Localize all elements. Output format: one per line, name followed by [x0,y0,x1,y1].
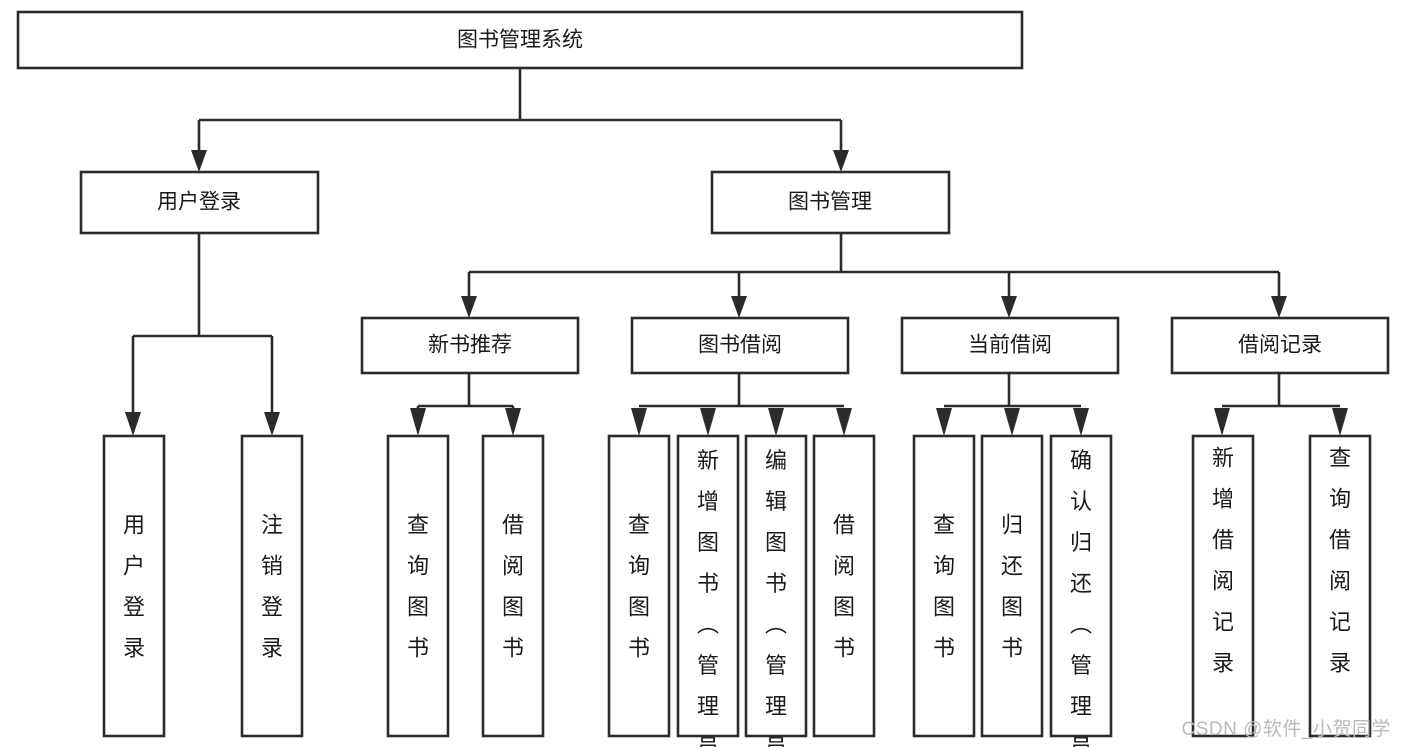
arrowhead-user-login [191,150,207,172]
leaf-node-box[interactable] [386,434,450,738]
arrowhead-borrow-record [1271,296,1287,318]
leaf-node-box[interactable] [676,434,740,738]
leaf-node[interactable]: 查询借阅记录 [1308,434,1372,738]
leaf-node-box[interactable] [912,434,976,738]
arrowhead-leaf-borrow-book-1 [505,408,521,436]
arrowhead-current-borrow [1001,296,1017,318]
leaf-node[interactable]: 编辑图书︵管理员︶ [744,434,808,747]
node-current-borrow-label: 当前借阅 [968,334,1052,357]
leaf-node[interactable]: 归还图书 [980,434,1044,738]
node-book-manage-label: 图书管理 [788,191,872,214]
leaf-node[interactable]: 注销登录 [240,434,304,738]
leaf-node-label: 编辑图书︵管理员︶ [765,448,787,747]
arrowhead-leaf-user-login [125,412,141,436]
node-borrow-record-label: 借阅记录 [1238,334,1322,357]
arrowhead-leaf-query-book-1 [410,408,426,436]
node-root-label: 图书管理系统 [457,29,583,52]
leaf-node[interactable]: 确认归还︵管理员︶ [1049,434,1113,747]
arrowhead-book-manage [833,150,849,172]
leaf-node-label: 注销登录 [261,513,283,661]
leaf-node-label: 查询图书 [628,513,650,661]
node-book-borrow[interactable]: 图书借阅 [630,316,850,375]
leaf-node[interactable]: 借阅图书 [481,434,545,738]
leaf-node-label: 用户登录 [123,513,145,661]
leaf-node-label: 查询图书 [407,513,429,661]
leaf-node-box[interactable] [1308,434,1372,738]
leaf-node[interactable]: 查询图书 [386,434,450,738]
leaf-node[interactable]: 查询图书 [912,434,976,738]
leaf-node-box[interactable] [812,434,876,738]
arrowhead-leaf-add-book [700,408,716,436]
leaf-node[interactable]: 新增借阅记录 [1191,434,1255,738]
leaf-node-box[interactable] [980,434,1044,738]
leaf-node-label: 确认归还︵管理员︶ [1070,448,1092,747]
node-new-book-recommend-box[interactable] [360,316,580,375]
leaf-layer: 用户登录 注销登录 查询图书 借阅图书 查询图书 新增图书︵管理员︶ 编辑图书︵管理员︶ 借阅… [102,434,1372,747]
node-book-borrow-label: 图书借阅 [698,334,782,357]
arrowhead-leaf-confirm-return [1073,408,1089,436]
node-new-book-recommend[interactable]: 新书推荐 [360,316,580,375]
node-current-borrow[interactable]: 当前借阅 [900,316,1120,375]
arrowhead-leaf-query-book-3 [936,408,952,436]
leaf-node-label: 新增图书︵管理员︶ [697,448,719,747]
leaf-node-label: 查询图书 [933,513,955,661]
leaf-node[interactable]: 新增图书︵管理员︶ [676,434,740,747]
leaf-node-box[interactable] [1191,434,1255,738]
node-book-manage-box[interactable] [710,170,951,235]
node-user-login-label: 用户登录 [157,191,241,214]
leaf-node[interactable]: 查询图书 [607,434,671,738]
leaf-node-label: 归还图书 [1001,513,1023,661]
node-root[interactable]: 图书管理系统 [16,10,1024,70]
arrowhead-leaf-query-record [1332,408,1348,436]
connector-layer [125,68,1348,436]
leaf-node-box[interactable] [744,434,808,738]
leaf-node-box[interactable] [1049,434,1113,738]
node-book-borrow-box[interactable] [630,316,850,375]
arrowhead-new-book-recommend [461,296,477,318]
node-user-login[interactable]: 用户登录 [79,170,320,235]
arrowhead-leaf-return-book [1004,408,1020,436]
node-borrow-record[interactable]: 借阅记录 [1170,316,1390,375]
arrowhead-leaf-user-logout [264,412,280,436]
leaf-node[interactable]: 借阅图书 [812,434,876,738]
node-user-login-box[interactable] [79,170,320,235]
leaf-node-label: 新增借阅记录 [1212,446,1234,676]
node-borrow-record-box[interactable] [1170,316,1390,375]
node-book-manage[interactable]: 图书管理 [710,170,951,235]
leaf-node-label: 借阅图书 [833,513,855,661]
node-root-box[interactable] [16,10,1024,70]
leaf-node-box[interactable] [102,434,166,738]
leaf-node-label: 查询借阅记录 [1329,446,1351,676]
arrowhead-leaf-query-book-2 [631,408,647,436]
leaf-node-label: 借阅图书 [502,513,524,661]
leaf-node-box[interactable] [240,434,304,738]
arrowhead-book-borrow [731,296,747,318]
node-current-borrow-box[interactable] [900,316,1120,375]
leaf-node-box[interactable] [607,434,671,738]
leaf-node[interactable]: 用户登录 [102,434,166,738]
leaf-node-box[interactable] [481,434,545,738]
arrowhead-leaf-borrow-book-2 [836,408,852,436]
arrowhead-leaf-add-record [1214,408,1230,436]
arrowhead-leaf-edit-book [768,408,784,436]
node-new-book-recommend-label: 新书推荐 [428,334,512,357]
